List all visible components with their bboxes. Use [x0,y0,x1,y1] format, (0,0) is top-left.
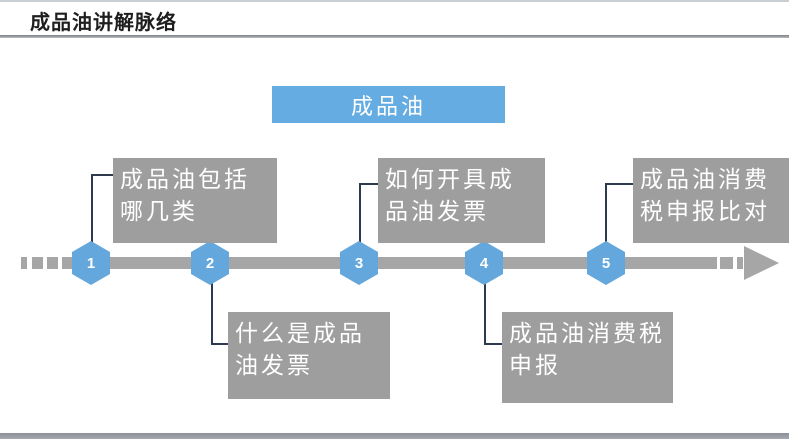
step-number: 3 [354,254,364,272]
connector-step2 [211,278,230,345]
connector-step3 [359,183,380,250]
step-label-box-5: 成品油消费税申报比对 [633,158,789,243]
step-marker-3: 3 [340,241,378,285]
step-number: 4 [479,254,489,272]
timeline-dash [32,257,43,269]
step-label-box-3: 如何开具成品油发票 [378,158,545,243]
step-number: 1 [86,254,96,272]
slide-title: 成品油讲解脉络 [30,12,177,34]
timeline-arrow-icon [744,246,779,280]
step-label-box-1: 成品油包括哪几类 [113,158,277,243]
step-label: 成品油消费税申报 [509,320,665,378]
connector-step5 [605,183,635,250]
timeline-dash [737,257,743,269]
step-label: 如何开具成品油发票 [385,166,515,224]
step-marker-4: 4 [465,241,503,285]
timeline-dash [720,257,733,269]
timeline-dash [47,257,58,269]
step-label: 什么是成品油发票 [235,320,365,378]
timeline-dash [21,257,27,269]
step-number: 2 [205,254,215,272]
step-label-box-4: 成品油消费税申报 [502,312,673,403]
slide-top-border [0,0,789,2]
topic-header-box: 成品油 [272,86,505,123]
connector-step1 [91,174,115,250]
title-divider [0,35,789,38]
topic-header-label: 成品油 [350,93,426,119]
step-number: 5 [601,254,611,272]
connector-step4 [484,278,504,345]
step-label: 成品油消费税申报比对 [640,166,770,224]
slide-bottom-border [0,433,789,439]
step-label-box-2: 什么是成品油发票 [228,312,390,399]
step-label: 成品油包括哪几类 [120,166,250,224]
